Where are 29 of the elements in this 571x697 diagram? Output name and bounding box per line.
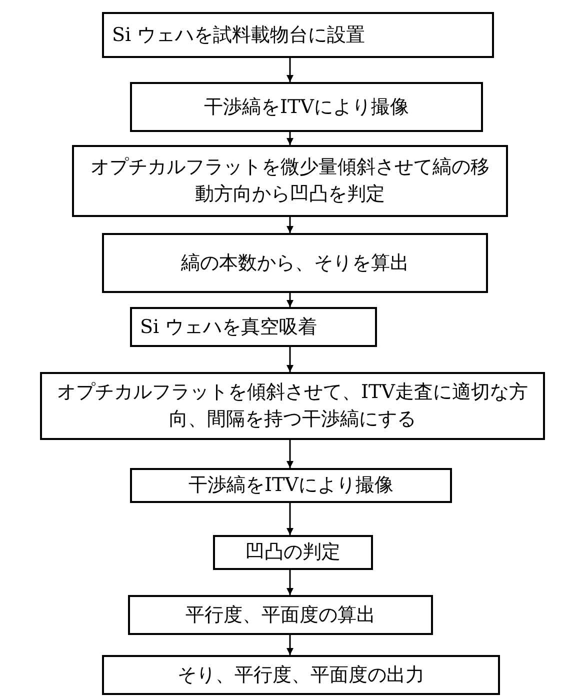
step-text: Si ウェハを真空吸着 [140,314,318,340]
arrow [286,293,294,307]
process-box [128,595,433,635]
step-text: オプチカルフラットを傾斜させて、ITV走査に適切な方向、間隔を持つ干渉縞にする [56,380,529,432]
arrow [286,347,294,372]
arrow [286,217,294,233]
arrow [286,132,294,145]
arrow [286,570,294,595]
process-box [102,233,488,293]
step-text: Si ウェハを試料載物台に設置 [112,22,366,48]
arrow [286,440,294,468]
step-text: 干渉縞をITVにより撮像 [204,94,409,120]
process-box [130,307,377,347]
process-box [213,535,373,570]
step-text: 干渉縞をITVにより撮像 [188,473,394,498]
step-text: 縞の本数から、そりを算出 [181,250,409,276]
process-box [102,12,494,58]
arrow [286,58,294,82]
process-box [102,655,500,695]
arrow [286,503,294,535]
process-box [130,468,452,503]
process-box [40,372,545,440]
step-text: そり、平行度、平面度の出力 [178,662,424,688]
step-text: 平行度、平面度の算出 [186,602,376,628]
process-box [72,145,508,217]
process-box [130,82,483,132]
arrow [286,635,294,655]
step-text: オプチカルフラットを微少量傾斜させて縞の移動方向から凹凸を判定 [90,155,490,207]
step-text: 凹凸の判定 [246,540,340,566]
